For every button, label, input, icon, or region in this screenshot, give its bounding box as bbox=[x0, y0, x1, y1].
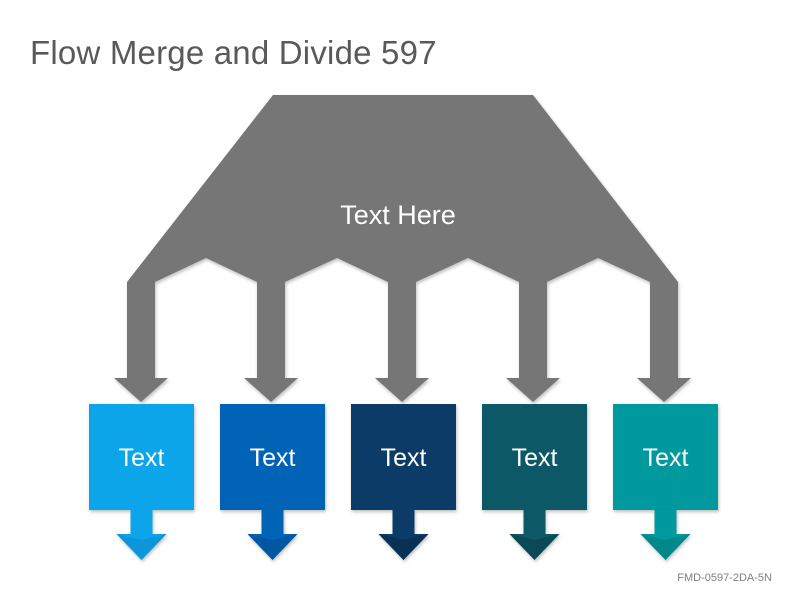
output-box-label: Text bbox=[512, 444, 558, 472]
arrow-shade bbox=[509, 534, 560, 560]
down-arrow-icon bbox=[640, 510, 691, 560]
output-box-1: Text bbox=[89, 404, 194, 560]
slide-title: Flow Merge and Divide 597 bbox=[30, 34, 437, 71]
output-box-rect bbox=[351, 404, 456, 510]
down-arrow-icon bbox=[378, 510, 429, 560]
output-box-label: Text bbox=[381, 444, 427, 472]
down-arrow-icon bbox=[247, 510, 298, 560]
output-box-label: Text bbox=[250, 444, 296, 472]
arrow-shade bbox=[116, 534, 167, 560]
down-arrow-icon bbox=[509, 510, 560, 560]
output-box-rect bbox=[89, 404, 194, 510]
hub-label: Text Here bbox=[340, 200, 456, 230]
arrow-shade bbox=[378, 534, 429, 560]
output-box-3: Text bbox=[351, 404, 456, 560]
output-box-rect bbox=[482, 404, 587, 510]
arrow-shade bbox=[247, 534, 298, 560]
output-box-label: Text bbox=[119, 444, 165, 472]
merge-hub-shape bbox=[114, 95, 691, 402]
output-box-label: Text bbox=[643, 444, 689, 472]
output-box-rect bbox=[613, 404, 718, 510]
slide-code: FMD-0597-2DA-5N bbox=[677, 572, 772, 584]
output-box-rect bbox=[220, 404, 325, 510]
down-arrow-icon bbox=[116, 510, 167, 560]
output-box-5: Text bbox=[613, 404, 718, 560]
output-box-2: Text bbox=[220, 404, 325, 560]
output-box-4: Text bbox=[482, 404, 587, 560]
arrow-shade bbox=[640, 534, 691, 560]
